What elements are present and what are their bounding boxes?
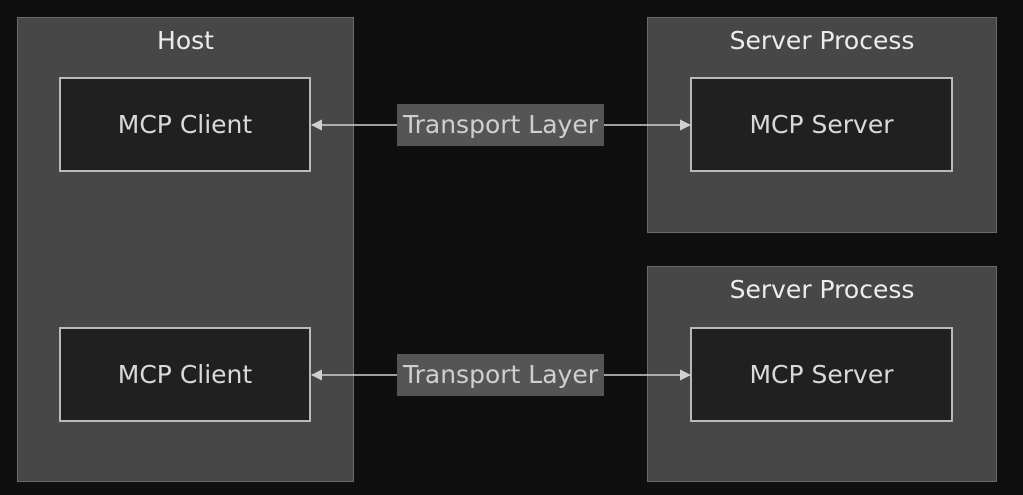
- mcp-server-node-1: MCP Server: [690, 77, 953, 172]
- transport-layer-label-2: Transport Layer: [397, 354, 604, 396]
- mcp-server-node-2: MCP Server: [690, 327, 953, 422]
- server-process-title-1: Server Process: [729, 26, 915, 55]
- server-process-title-2: Server Process: [729, 275, 915, 304]
- host-title: Host: [157, 26, 214, 55]
- transport-layer-label-1: Transport Layer: [397, 104, 604, 146]
- mcp-client-node-1: MCP Client: [59, 77, 311, 172]
- mcp-client-node-2: MCP Client: [59, 327, 311, 422]
